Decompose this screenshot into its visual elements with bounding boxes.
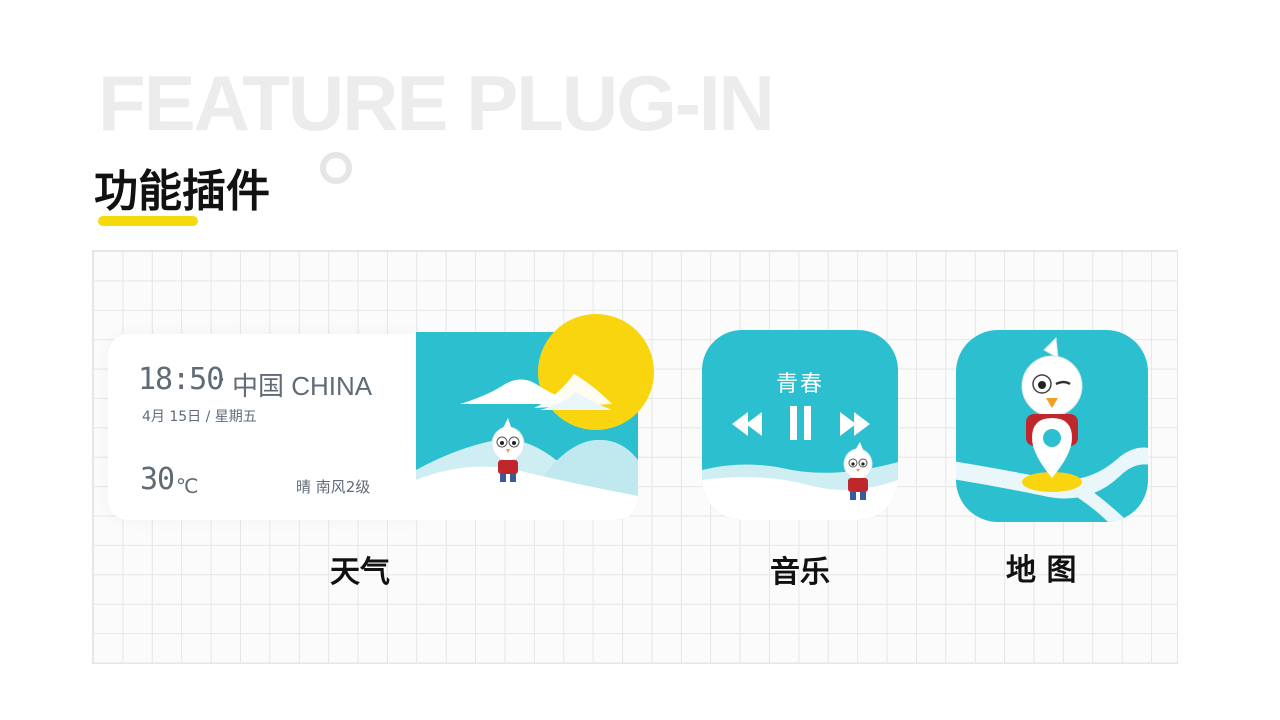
weather-scene-illustration (416, 314, 654, 520)
weather-temperature: 30 (140, 462, 175, 497)
weather-info-card: 18:50 · 中国 CHINA 4月 15日 / 星期五 30 ℃ 晴 南风2… (108, 334, 420, 520)
music-song-title: 青春 (775, 372, 824, 397)
music-card-background (702, 330, 898, 520)
cloud-icon (460, 379, 596, 404)
pause-icon (790, 406, 811, 440)
weather-time: 18:50 (138, 362, 224, 397)
weather-condition: 晴 南风2级 (296, 478, 371, 496)
weather-unit: ℃ (176, 474, 199, 498)
page-title: 功能插件 (94, 166, 270, 217)
mascot-icon (843, 442, 873, 500)
weather-location: 中国 CHINA (232, 371, 373, 401)
fast-forward-icon (840, 412, 870, 436)
sun-icon (538, 314, 654, 430)
title-underline (98, 216, 198, 226)
weather-date: 4月 15日 / 星期五 (142, 409, 257, 425)
mascot-icon (491, 418, 525, 482)
map-label: 地 图 (1006, 553, 1077, 588)
decorative-ring (320, 152, 352, 184)
weather-label: 天气 (330, 555, 390, 590)
map-card-illustration (956, 330, 1148, 522)
location-pin-icon (1032, 418, 1072, 478)
weather-separator: · (218, 366, 226, 394)
background-title: FEATURE PLUG-IN (98, 59, 775, 147)
music-label: 音乐 (770, 555, 830, 590)
rewind-icon (732, 412, 762, 436)
